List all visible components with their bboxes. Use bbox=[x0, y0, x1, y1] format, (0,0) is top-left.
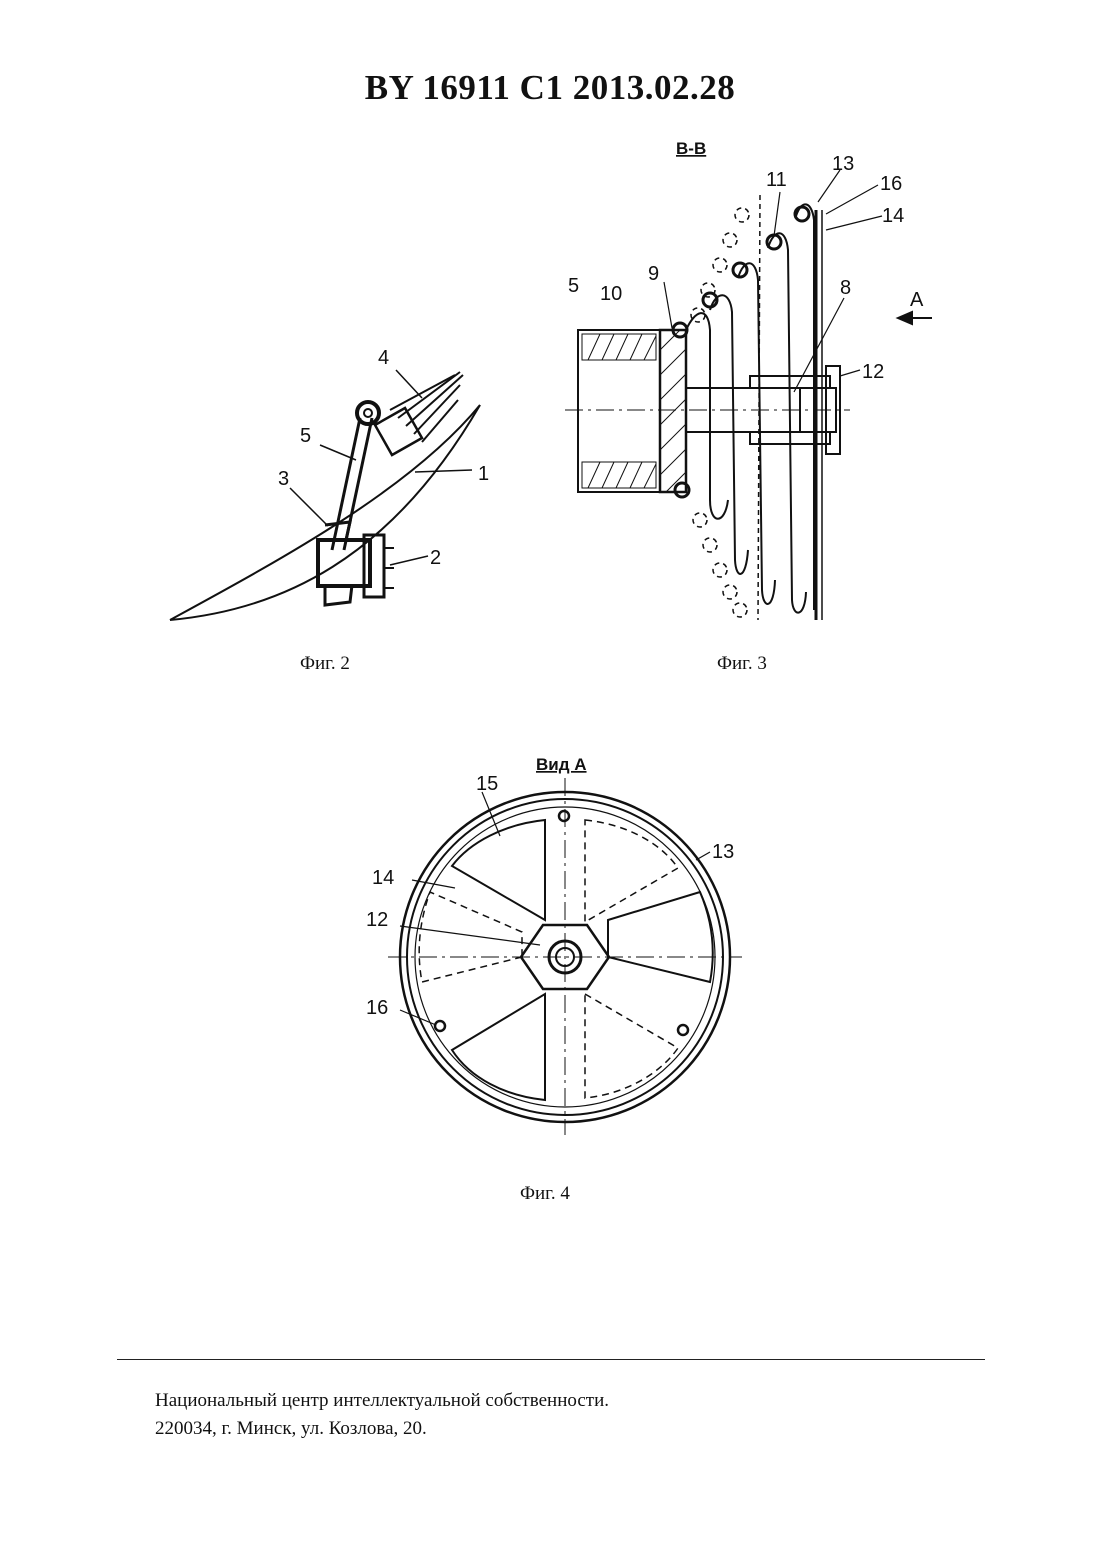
footer-line-2: 220034, г. Минск, ул. Козлова, 20. bbox=[155, 1415, 609, 1443]
figure-2-drawing: 4 5 3 1 2 bbox=[160, 330, 500, 640]
fig4-label-16: 16 bbox=[366, 997, 388, 1019]
fig3-label-13: 13 bbox=[832, 153, 854, 175]
fig2-label-3: 3 bbox=[278, 468, 289, 490]
fig2-label-5: 5 bbox=[300, 425, 311, 447]
footer: Национальный центр интеллектуальной собс… bbox=[155, 1387, 609, 1443]
figure-4: Вид А 15 13 14 12 16 bbox=[360, 750, 750, 1140]
fig3-label-9: 9 bbox=[648, 263, 659, 285]
fig4-caption: Фиг. 4 bbox=[520, 1183, 570, 1205]
fig3-section-title: B-B bbox=[676, 139, 706, 158]
figure-2: 4 5 3 1 2 bbox=[160, 330, 500, 640]
figure-4-drawing: Вид А 15 13 14 12 16 bbox=[360, 750, 750, 1140]
fig2-label-2: 2 bbox=[430, 547, 441, 569]
figure-3: B-B 11 13 16 14 5 10 9 8 A 12 bbox=[560, 130, 950, 635]
fig3-label-8: 8 bbox=[840, 277, 851, 299]
patent-header: BY 16911 C1 2013.02.28 bbox=[0, 68, 1100, 108]
fig3-label-16: 16 bbox=[880, 173, 902, 195]
figure-3-drawing: B-B 11 13 16 14 5 10 9 8 A 12 bbox=[560, 130, 950, 635]
fig4-view-title: Вид А bbox=[536, 755, 587, 774]
fig3-caption: Фиг. 3 bbox=[717, 653, 767, 675]
fig3-label-14: 14 bbox=[882, 205, 904, 227]
fig4-label-12: 12 bbox=[366, 909, 388, 931]
fig2-label-1: 1 bbox=[478, 463, 489, 485]
fig3-label-5: 5 bbox=[568, 275, 579, 297]
fig4-label-13: 13 bbox=[712, 841, 734, 863]
fig2-label-4: 4 bbox=[378, 347, 389, 369]
fig4-label-15: 15 bbox=[476, 773, 498, 795]
fig3-direction-label: A bbox=[910, 289, 924, 311]
fig3-label-11: 11 bbox=[766, 169, 787, 191]
fig4-label-14: 14 bbox=[372, 867, 394, 889]
fig2-caption: Фиг. 2 bbox=[300, 653, 350, 675]
fig3-label-10: 10 bbox=[600, 283, 622, 305]
footer-line-1: Национальный центр интеллектуальной собс… bbox=[155, 1387, 609, 1415]
footer-divider bbox=[117, 1359, 985, 1360]
fig3-label-12: 12 bbox=[862, 361, 884, 383]
